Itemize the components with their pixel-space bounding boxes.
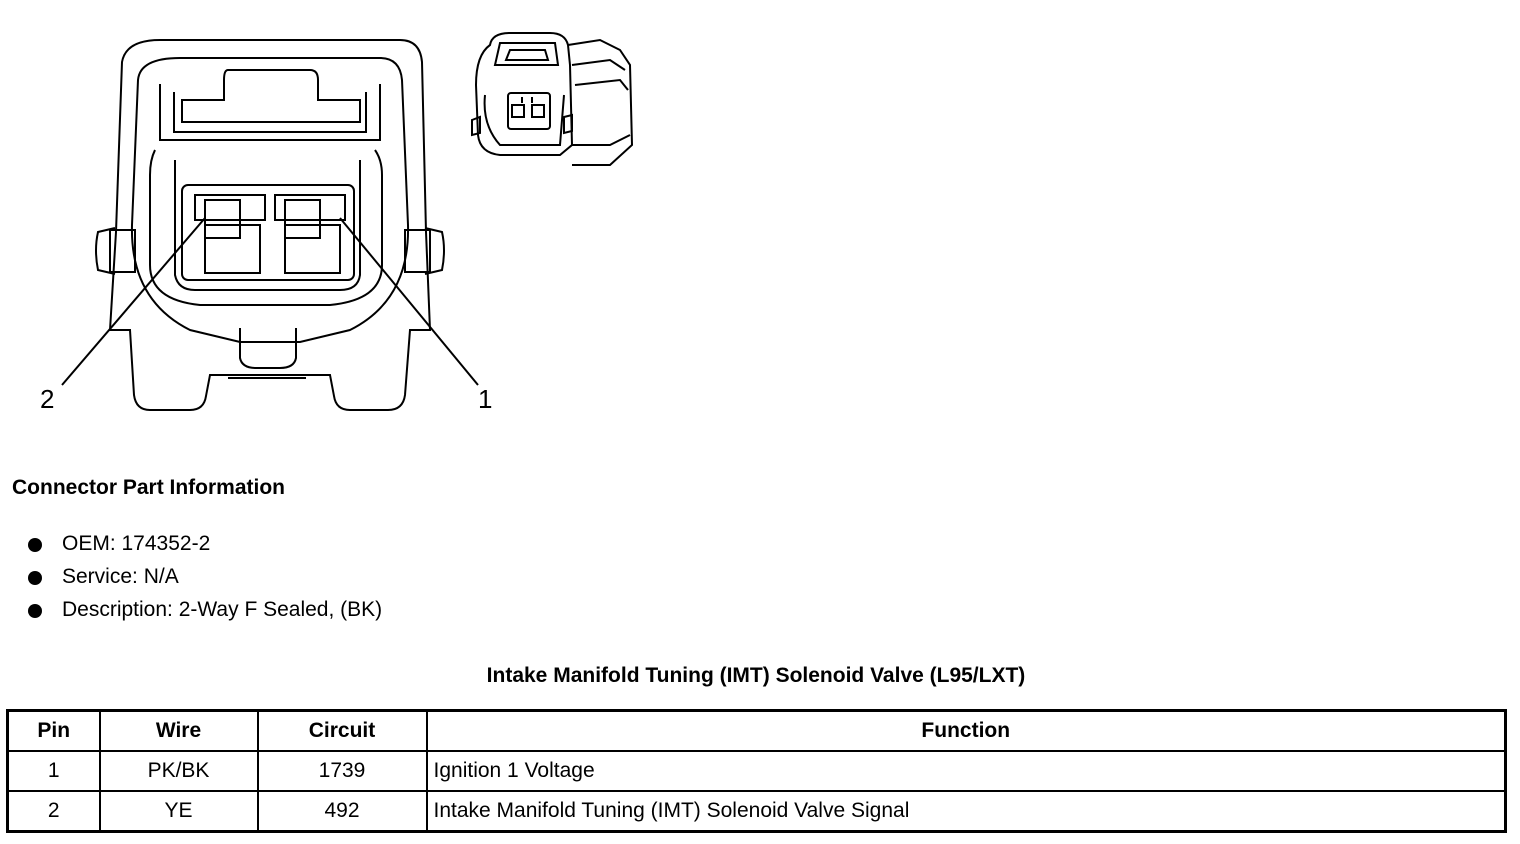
pinout-table: Pin Wire Circuit Function 1 PK/BK 1739 I… <box>6 709 1507 833</box>
pin-2-callout: 2 <box>40 384 55 414</box>
table-title: Intake Manifold Tuning (IMT) Solenoid Va… <box>486 664 1026 687</box>
table-header-row: Pin Wire Circuit Function <box>6 709 1507 752</box>
oem-text: OEM: 174352-2 <box>62 532 211 555</box>
pin-1-callout: 1 <box>478 384 493 414</box>
header-pin: Pin <box>6 709 101 752</box>
list-item: Description: 2-Way F Sealed, (BK) <box>28 596 382 629</box>
description-text: Description: 2-Way F Sealed, (BK) <box>62 598 383 621</box>
cell-circuit: 492 <box>256 790 428 833</box>
header-function: Function <box>425 709 1507 752</box>
cell-pin: 1 <box>6 750 101 792</box>
bullet-icon <box>28 538 42 552</box>
cell-function: Intake Manifold Tuning (IMT) Solenoid Va… <box>425 790 1507 833</box>
table-row: 2 YE 492 Intake Manifold Tuning (IMT) So… <box>6 790 1507 833</box>
connector-info-title: Connector Part Information <box>12 476 286 499</box>
connector-info-list: OEM: 174352-2 Service: N/A Description: … <box>28 530 382 629</box>
list-item: OEM: 174352-2 <box>28 530 382 563</box>
cell-function: Ignition 1 Voltage <box>425 750 1507 792</box>
header-wire: Wire <box>98 709 259 752</box>
cell-wire: PK/BK <box>98 750 259 792</box>
list-item: Service: N/A <box>28 563 382 596</box>
cell-circuit: 1739 <box>256 750 428 792</box>
header-circuit: Circuit <box>256 709 428 752</box>
bullet-icon <box>28 604 42 618</box>
connector-face-diagram <box>61 39 479 411</box>
cell-wire: YE <box>98 790 259 833</box>
cell-pin: 2 <box>6 790 101 833</box>
connector-isometric-diagram <box>471 32 634 166</box>
table-row: 1 PK/BK 1739 Ignition 1 Voltage <box>6 750 1507 792</box>
service-text: Service: N/A <box>62 565 179 588</box>
bullet-icon <box>28 571 42 585</box>
